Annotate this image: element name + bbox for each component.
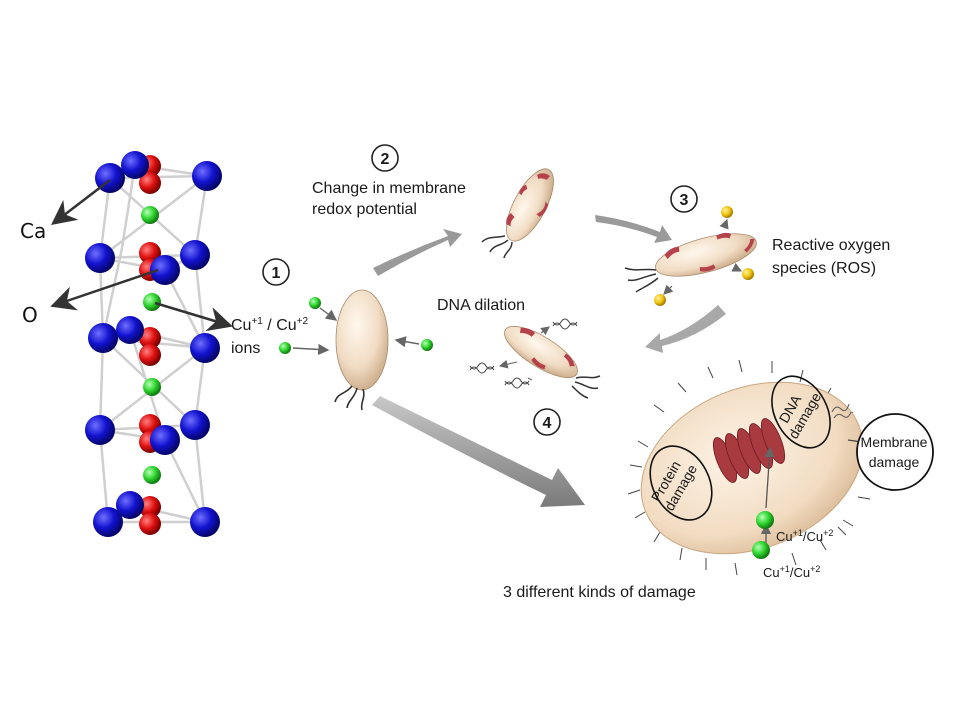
ca-atom (190, 333, 220, 363)
ca-atom (116, 491, 144, 519)
broken-dna-icon (831, 403, 852, 419)
incoming-cu-ions (279, 297, 433, 356)
membrane-label-line2: redox potential (312, 201, 417, 218)
crystal-structure: Ca O (20, 151, 233, 537)
ca-atom (180, 240, 210, 270)
svg-text:4: 4 (543, 415, 552, 432)
step-1-marker: 1 (262, 258, 290, 286)
ca-atom (192, 161, 222, 191)
cu-label-b: Cu+1/Cu+2 (763, 564, 820, 580)
cu-label-a: Cu+1/Cu+2 (776, 528, 833, 544)
big-arrow-to-damage (372, 396, 585, 507)
svg-text:ions: ions (231, 340, 260, 357)
o-atom (139, 513, 161, 535)
svg-text:Cu+1 / Cu+2: Cu+1 / Cu+2 (231, 316, 308, 334)
ca-atom (88, 323, 118, 353)
bacterium-step-2 (481, 168, 554, 259)
bacterium-step-3 (624, 232, 757, 293)
ros-molecules (654, 206, 754, 306)
svg-text:2: 2 (381, 151, 390, 168)
ca-atom (85, 415, 115, 445)
svg-text:damage: damage (869, 454, 920, 470)
ros-label-line2: species (ROS) (772, 260, 876, 277)
o-pointer-arrow (50, 268, 159, 311)
dna-fragments (469, 318, 578, 389)
ca-atom (85, 243, 115, 273)
ca-atom (116, 316, 144, 344)
ca-label: Ca (20, 219, 46, 243)
svg-text:1: 1 (272, 265, 281, 282)
ca-pointer-arrow (51, 179, 111, 226)
cycle-arrows (373, 215, 726, 353)
o-atom (139, 344, 161, 366)
ca-atom (190, 507, 220, 537)
step-4-marker: 4 (533, 408, 561, 436)
o-label: O (22, 303, 38, 327)
svg-text:3: 3 (680, 192, 689, 209)
ca-atom (150, 425, 180, 455)
ros-label-line1: Reactive oxygen (772, 237, 890, 254)
ca-atom (150, 255, 180, 285)
step-3-marker: 3 (670, 185, 698, 213)
o-atom (139, 172, 161, 194)
damaged-bacterium: Protein damage DNA damage Membrane damag… (627, 359, 934, 580)
membrane-damage-circle: Membrane damage (847, 413, 934, 491)
cu-atom (143, 293, 161, 311)
bacterium-step-4 (504, 325, 601, 399)
dna-dilation-label: DNA dilation (437, 297, 525, 314)
cu-atom (143, 378, 161, 396)
damage-caption: 3 different kinds of damage (503, 584, 696, 601)
bacterium-initial (334, 289, 389, 411)
o-atom (139, 327, 161, 349)
ca-atom (93, 507, 123, 537)
ions-pointer-arrow (154, 301, 233, 332)
cu-atom (143, 466, 161, 484)
ca-atom (180, 410, 210, 440)
entering-cu-ions (752, 446, 775, 559)
membrane-label-line1: Change in membrane (312, 180, 466, 197)
cu-atom (141, 206, 159, 224)
svg-text:Membrane: Membrane (861, 434, 928, 450)
ions-label: Cu+1 / Cu+2 ions (231, 316, 308, 357)
o-atom (139, 496, 161, 518)
step-2-marker: 2 (371, 144, 399, 172)
ca-atom (121, 151, 149, 179)
